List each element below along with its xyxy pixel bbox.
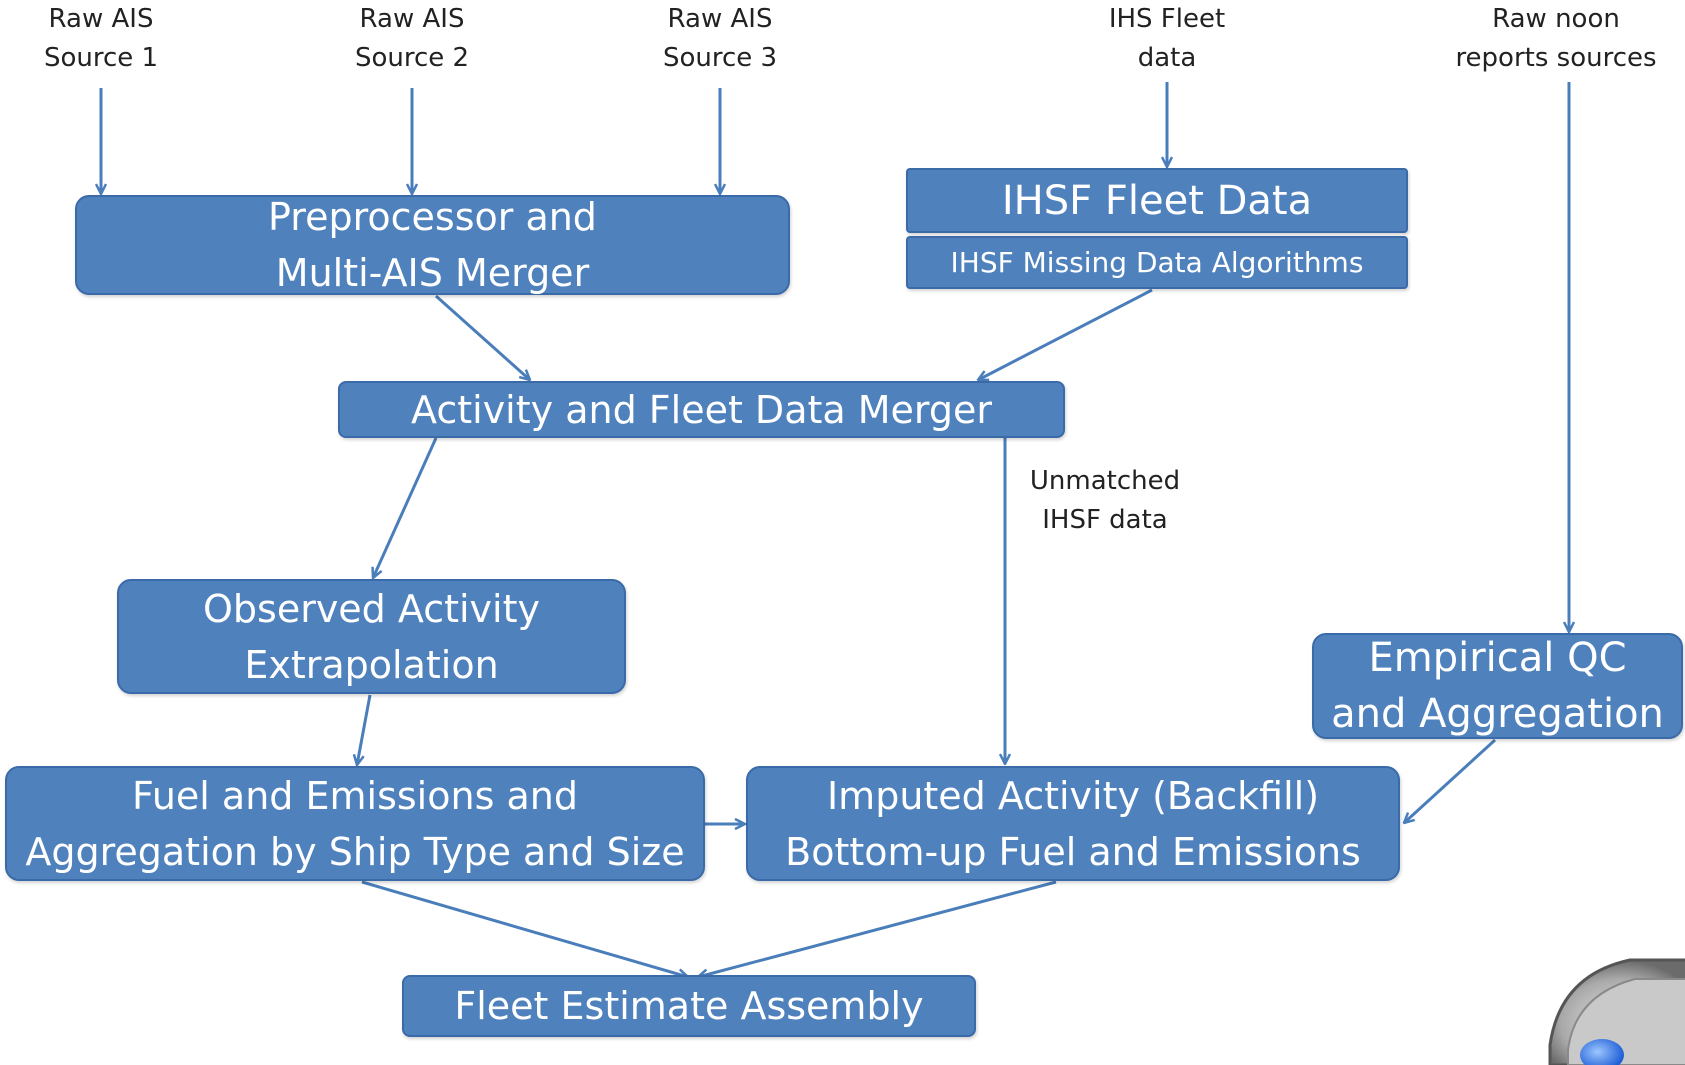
fleet-estimate-assembly-box: Fleet Estimate Assembly [402,975,976,1037]
raw-ais-source-1-label: Raw AIS Source 1 [43,4,159,73]
connector-layer [0,82,1685,1037]
ihs-fleet-data-source-label: IHS Fleet data [1108,4,1226,73]
arrow-observed-to-fuel [357,694,372,765]
arrow-preprocessor-to-merger [435,294,530,380]
imputed-activity-backfill-box: Imputed Activity (Backfill) Bottom-up Fu… [746,766,1400,881]
fuel-emissions-aggregation-box: Fuel and Emissions and Aggregation by Sh… [5,766,705,881]
raw-ais-source-2-label: Raw AIS Source 2 [354,4,470,73]
arrow-imputed-to-assembly [698,880,1057,977]
ihsf-missing-data-algorithms-box: IHSF Missing Data Algorithms [906,236,1408,289]
preprocessor-multi-ais-merger-box: Preprocessor and Multi-AIS Merger [75,195,790,295]
flowchart-diagram: Raw AIS Source 1 Raw AIS Source 2 Raw AI… [0,4,1685,1065]
ihsf-fleet-data-box: IHSF Fleet Data [906,168,1408,233]
speaker-icon [1548,958,1685,1065]
arrow-empirical-qc-to-imputed [1404,738,1497,823]
arrow-fuel-to-assembly [361,880,688,977]
unmatched-ihsf-data-label: Unmatched IHSF data [1029,466,1181,535]
arrow-ihsf-to-merger [978,288,1153,382]
raw-ais-source-3-label: Raw AIS Source 3 [662,4,778,73]
empirical-qc-aggregation-box: Empirical QC and Aggregation [1312,633,1683,739]
activity-fleet-data-merger-box: Activity and Fleet Data Merger [338,381,1065,438]
arrow-merger-to-observed [373,437,438,578]
observed-activity-extrapolation-box: Observed Activity Extrapolation [117,579,626,694]
raw-noon-reports-source-label: Raw noon reports sources [1455,4,1657,73]
